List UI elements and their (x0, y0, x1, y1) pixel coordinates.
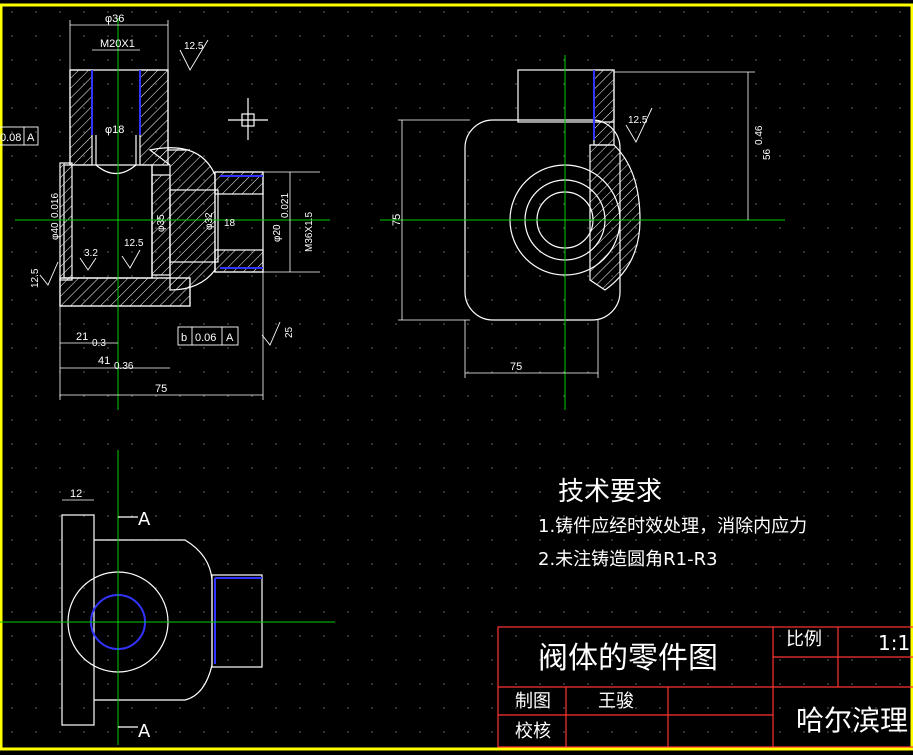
tolerance-text-bottom-a: b (181, 332, 187, 344)
roughness-text-bottom: 25 (284, 326, 295, 338)
dim-text-41-tol: 0.36 (114, 361, 134, 372)
tolerance-frame-bottom (177, 326, 239, 346)
title-checked-label: 校核 (515, 721, 551, 742)
roughness-text-inner-a: 3.2 (84, 248, 98, 259)
title-drawn-name: 王骏 (598, 691, 634, 712)
main-body-left-wall (59, 162, 73, 281)
dim-text-21: 21 (76, 331, 88, 343)
roughness-symbol-inner-a (79, 257, 97, 271)
dim-text-40: φ40 (50, 222, 61, 240)
section-label-top: A (138, 509, 151, 530)
dim-text-75-bottom: 75 (155, 383, 167, 395)
side-dim-text-56-tol: 0.46 (754, 125, 765, 145)
dim-text-36: φ36 (105, 13, 124, 25)
side-dim-text-56: 56 (762, 148, 773, 160)
tolerance-frame-left (0, 126, 39, 146)
side-view-hatched-boss (593, 69, 615, 146)
side-dim-text-75v: 75 (391, 214, 403, 226)
title-drawn-label: 制图 (515, 691, 551, 712)
title-scale-label: 比例 (786, 629, 822, 650)
dim-text-18b: 18 (224, 218, 236, 229)
tolerance-text-bottom-b: 0.06 (195, 332, 216, 344)
dim-text-35: φ35 (156, 214, 167, 232)
tolerance-datum-left: A (27, 132, 35, 144)
drawing-border (0, 3, 913, 751)
roughness-text-inner-b: 12.5 (124, 238, 144, 249)
title-scale-value: 1:1 (878, 631, 910, 655)
top-view[interactable] (0, 450, 335, 745)
top-boss-wall-left (69, 69, 93, 166)
front-section-view[interactable] (0, 18, 330, 410)
roughness-text-left: 12.5 (30, 268, 41, 288)
roughness-symbol-top (179, 39, 209, 71)
side-view[interactable] (380, 55, 785, 410)
bottom-flange-outline (59, 277, 191, 307)
dim-text-21-tol: 0.3 (92, 338, 106, 349)
tolerance-datum-bottom: A (226, 332, 234, 344)
dim-text-32: φ32 (204, 212, 215, 230)
notes-item-1: 1.铸件应经时效处理，消除内应力 (538, 516, 807, 537)
notes-heading: 技术要求 (558, 477, 662, 507)
dim-text-40-tol: 0.016 (50, 193, 61, 218)
right-tube-end (214, 171, 264, 273)
roughness-symbol-inner-b (121, 249, 141, 269)
bottom-flange-hatched (59, 277, 191, 307)
notes-item-2: 2.未注铸造圆角R1-R3 (538, 549, 718, 570)
section-label-bottom: A (138, 721, 151, 742)
dim-text-18: φ18 (105, 124, 124, 136)
side-roughness-symbol (625, 107, 653, 143)
dim-text-20: φ20 (272, 224, 283, 242)
side-dim-text-75h: 75 (510, 361, 522, 373)
dim-text-m36: M36X1.5 (304, 212, 315, 252)
tolerance-text-left: 0.08 (0, 132, 21, 144)
roughness-symbol-bottom (261, 321, 281, 346)
title-organization: 哈尔滨理 (796, 704, 908, 737)
title-drawing-name: 阀体的零件图 (538, 641, 718, 676)
dim-text-20-tol: 0.021 (280, 193, 291, 218)
cavity-top-arc (95, 164, 137, 175)
cursor-box (241, 113, 255, 127)
dim-text-41: 41 (98, 355, 110, 367)
dim-text-m20: M20X1 (100, 38, 135, 50)
side-roughness-text: 12.5 (628, 115, 648, 126)
top-view-dim-text-12: 12 (70, 488, 82, 500)
top-view-right-tube (211, 574, 263, 668)
roughness-symbol-left (39, 261, 59, 286)
top-view-left-flange (61, 514, 95, 726)
right-tube-outer (169, 189, 219, 263)
title-block[interactable] (497, 626, 913, 748)
roughness-text-top: 12.5 (184, 41, 204, 52)
